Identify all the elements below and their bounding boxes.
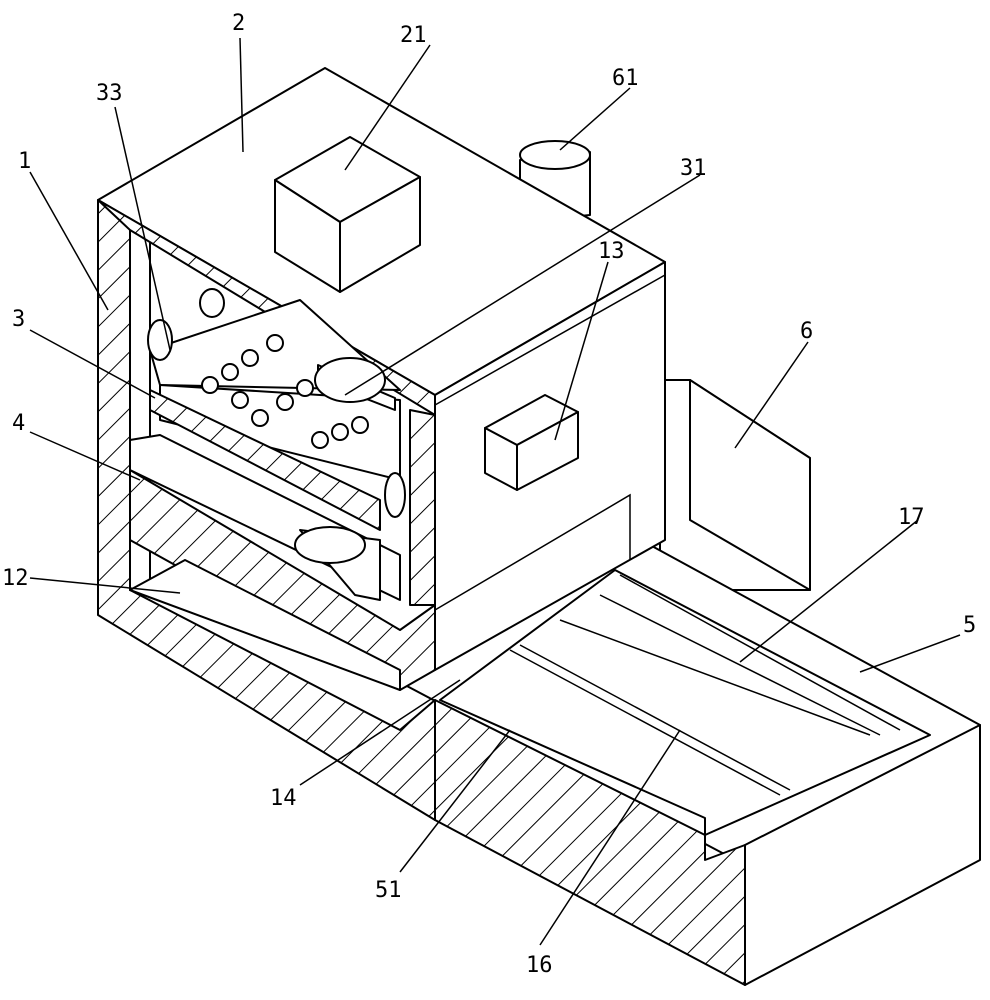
tray-4 — [129, 434, 401, 601]
label-51: 51 — [375, 878, 402, 903]
label-2: 2 — [232, 11, 245, 36]
leader-lines — [29, 37, 961, 946]
label-33: 33 — [96, 81, 123, 106]
box-13 — [484, 394, 579, 491]
base-block-5 — [404, 544, 981, 986]
label-17: 17 — [898, 505, 925, 530]
label-6: 6 — [800, 319, 813, 344]
label-4: 4 — [12, 411, 25, 436]
plate-3 — [149, 299, 401, 531]
box-21 — [274, 136, 421, 293]
label-14: 14 — [270, 786, 297, 811]
rear-box-6 — [659, 379, 811, 591]
label-13: 13 — [598, 239, 625, 264]
label-3: 3 — [12, 307, 25, 332]
label-61: 61 — [612, 66, 639, 91]
label-12: 12 — [2, 566, 29, 591]
label-5: 5 — [963, 613, 976, 638]
chamber-12 — [129, 559, 401, 691]
reference-labels: 1 2 3 4 5 6 12 13 14 16 17 21 31 33 51 6… — [2, 11, 976, 978]
label-16: 16 — [526, 953, 553, 978]
label-31: 31 — [680, 156, 707, 181]
label-21: 21 — [400, 23, 427, 48]
label-1: 1 — [18, 149, 31, 174]
